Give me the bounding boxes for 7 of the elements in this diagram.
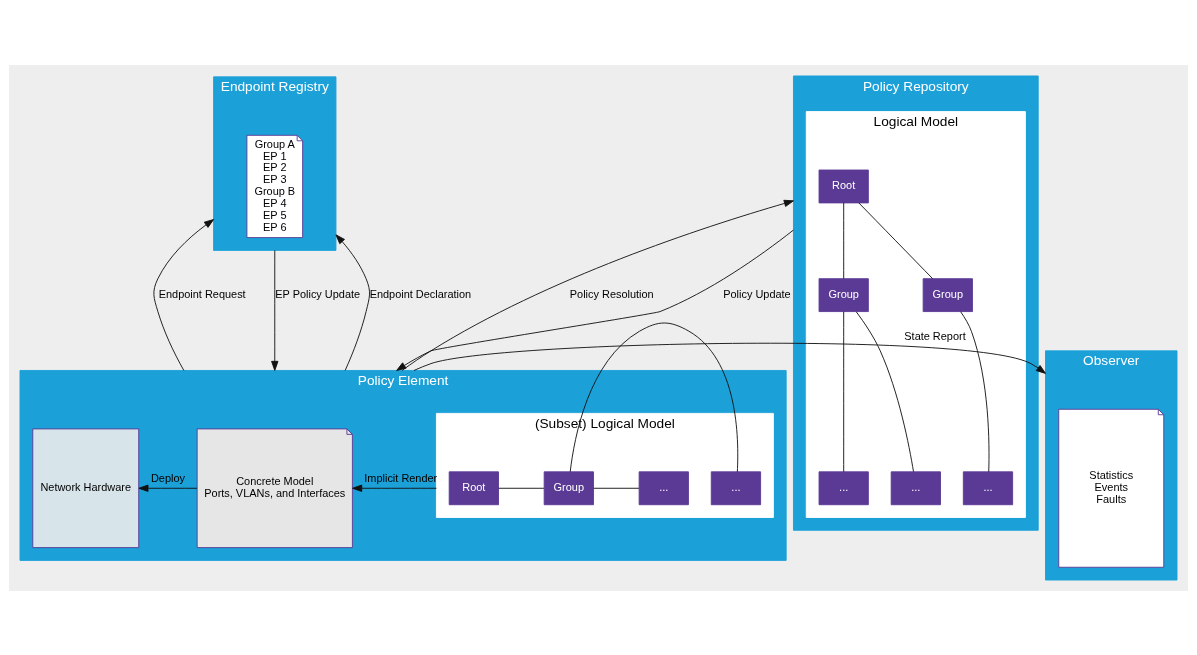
edge-label: EP Policy Update [275,287,361,300]
edge-label: Policy Update [723,287,791,300]
edge-label: Endpoint Request [158,287,246,300]
edge-label: State Report [904,329,966,342]
edge-label: Endpoint Declaration [369,287,472,300]
edge-label: Deploy [150,471,185,484]
edge-label: Policy Resolution [569,287,654,300]
